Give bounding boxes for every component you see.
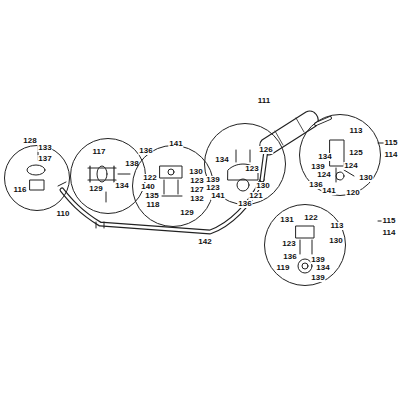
callout-number: 119 (276, 264, 291, 272)
callout-number: 139 (310, 274, 325, 282)
callout-number: 124 (316, 171, 331, 179)
callout-number: 138 (124, 160, 139, 168)
callout-number: 116 (13, 186, 28, 194)
callout-number: 123 (281, 240, 296, 248)
callout-number: 129 (179, 209, 194, 217)
callout-number: 137 (37, 155, 52, 163)
callout-number: 120 (345, 189, 360, 197)
callout-number: 118 (146, 201, 161, 209)
callout-number: 128 (22, 137, 37, 145)
callout-number: 135 (144, 192, 159, 200)
detail-circle: 117 138 129 134 (70, 138, 146, 214)
callout-number: 136 (138, 147, 153, 155)
callout-number: 115 (382, 217, 397, 225)
callout-number: 141 (321, 187, 336, 195)
callout-number: 133 (37, 144, 52, 152)
callout-number: 130 (358, 174, 373, 182)
callout-number: 136 (237, 200, 252, 208)
callout-number: 125 (348, 149, 363, 157)
callout-number: 131 (279, 216, 294, 224)
detail-circle: 131122113123136130119139134139 (264, 204, 346, 286)
callout-number: 122 (303, 214, 318, 222)
callout-number: 134 (317, 153, 332, 161)
callout-number: 121 (248, 192, 263, 200)
callout-number: 130 (328, 237, 343, 245)
callout-number: 123 (244, 165, 259, 173)
callout-number: 139 (205, 176, 220, 184)
callout-number: 114 (382, 229, 397, 237)
callout-number: 139 (310, 163, 325, 171)
callout-number: 122 (142, 174, 157, 182)
callout-number: 139 (310, 256, 325, 264)
callout-number: 124 (343, 162, 358, 170)
callout-number: 134 (315, 264, 330, 272)
callout-number: 134 (114, 182, 129, 190)
callout-number: 117 (92, 148, 107, 156)
callout-number: 132 (189, 195, 204, 203)
callout-number: 134 (214, 156, 229, 164)
callout-number: 110 (56, 210, 71, 218)
detail-circle: 113134125139124124136141130120 (299, 114, 381, 196)
callout-number: 123 (205, 184, 220, 192)
callout-number: 123 (189, 177, 204, 185)
callout-number: 130 (188, 168, 203, 176)
callout-number: 114 (384, 151, 399, 159)
callout-number: 136 (282, 253, 297, 261)
callout-number: 141 (168, 140, 183, 148)
callout-number: 129 (88, 185, 103, 193)
detail-circle: 126134123139123130141121136 (204, 123, 286, 205)
detail-circle: 136141130123122140135127118132129 (132, 145, 214, 227)
detail-circle: 128133137116 (4, 145, 70, 211)
callout-number: 111 (257, 97, 271, 105)
callout-number: 115 (384, 139, 399, 147)
callout-number: 141 (210, 192, 225, 200)
callout-number: 127 (189, 186, 204, 194)
callout-number: 140 (140, 183, 155, 191)
callout-number: 126 (258, 146, 273, 154)
callout-number: 142 (197, 238, 212, 246)
callout-number: 130 (255, 182, 270, 190)
callout-number: 113 (349, 127, 364, 135)
callout-number: 113 (330, 222, 345, 230)
